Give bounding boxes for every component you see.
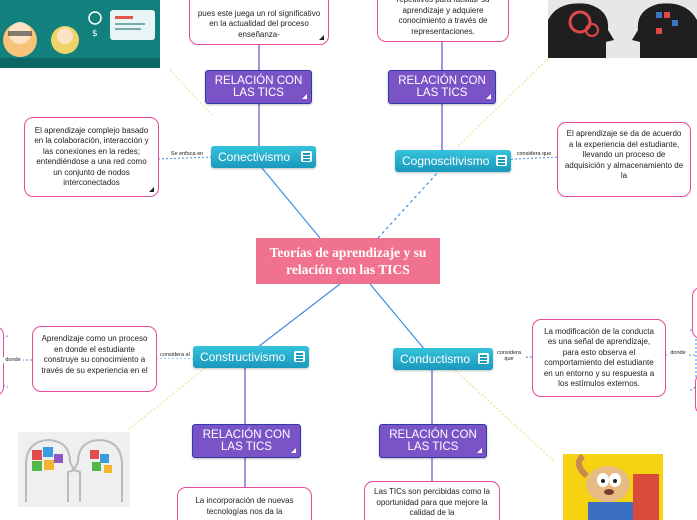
link-conectivismo-def bbox=[157, 156, 213, 160]
topic-cognoscitivismo-label: Cognoscitivismo bbox=[402, 154, 490, 168]
connector-considera-que: considera que bbox=[513, 151, 555, 157]
link-center-conectivismo bbox=[261, 167, 321, 239]
image-link-4 bbox=[454, 369, 556, 463]
connector-considera-al: considera al bbox=[157, 352, 193, 358]
box-constructivismo-def[interactable]: Aprendizaje como un proceso en donde el … bbox=[32, 326, 157, 392]
box-text: Aprendizaje como un proceso en donde el … bbox=[41, 334, 148, 375]
brain-puzzle-image[interactable] bbox=[18, 432, 130, 507]
box-conductismo-def[interactable]: La modificación de la conducta es una se… bbox=[532, 319, 666, 397]
relacion-tics-label: RELACIÓN CON LAS TICS bbox=[214, 75, 303, 99]
link-center-cognoscitivismo bbox=[377, 169, 441, 239]
connector-donde-left: donde bbox=[3, 357, 23, 363]
connector-considera-que-2: considera que bbox=[494, 350, 524, 362]
collapse-arrow-icon[interactable] bbox=[291, 448, 296, 453]
collapse-arrow-icon[interactable] bbox=[302, 94, 307, 99]
collapse-arrow-icon[interactable] bbox=[486, 94, 491, 99]
box-cognoscitivismo-def[interactable]: El aprendizaje se da de acuerdo a la exp… bbox=[557, 122, 691, 197]
notes-menu-icon[interactable] bbox=[301, 151, 312, 162]
image-link-2 bbox=[457, 51, 556, 147]
box-text: Las TICs son percibidas como la oportuni… bbox=[374, 487, 490, 517]
box-edge-right-1[interactable] bbox=[692, 287, 697, 339]
box-conductismo-tics[interactable]: Las TICs son percibidas como la oportuni… bbox=[364, 481, 500, 520]
box-cognoscitivismo-tics[interactable]: repetitivos para facilitar su aprendizaj… bbox=[377, 0, 509, 42]
box-text: El aprendizaje complejo basado en la col… bbox=[34, 125, 149, 188]
box-text: El aprendizaje se da de acuerdo a la exp… bbox=[564, 129, 684, 180]
central-topic[interactable]: Teorías de aprendizaje y su relación con… bbox=[256, 238, 440, 284]
central-topic-title: Teorías de aprendizaje y su relación con… bbox=[269, 245, 427, 277]
relacion-tics-conectivismo[interactable]: RELACIÓN CON LAS TICS bbox=[205, 70, 312, 104]
relacion-tics-label: RELACIÓN CON LAS TICS bbox=[389, 429, 477, 453]
relacion-tics-conductismo[interactable]: RELACIÓN CON LAS TICS bbox=[379, 424, 487, 458]
collapse-arrow-icon[interactable] bbox=[477, 448, 482, 453]
relacion-tics-cognoscitivismo[interactable]: RELACIÓN CON LAS TICS bbox=[388, 70, 496, 104]
topic-constructivismo[interactable]: Constructivismo bbox=[193, 346, 309, 368]
notes-menu-icon[interactable] bbox=[294, 351, 305, 362]
collapse-arrow-icon[interactable] bbox=[319, 35, 324, 40]
box-text: pues este juega un rol significativo en … bbox=[197, 8, 321, 39]
connector-donde-right: donde bbox=[667, 350, 689, 356]
box-text: La incorporación de nuevas tecnologías n… bbox=[195, 496, 294, 516]
relacion-tics-label: RELACIÓN CON LAS TICS bbox=[398, 75, 486, 99]
topic-conectivismo-label: Conectivismo bbox=[218, 150, 291, 164]
notes-menu-icon[interactable] bbox=[496, 155, 507, 166]
svg-text:$: $ bbox=[92, 29, 98, 39]
dog-cartoon-image[interactable] bbox=[563, 454, 663, 520]
notes-menu-icon[interactable] bbox=[478, 353, 489, 364]
box-text: repetitivos para facilitar su aprendizaj… bbox=[397, 0, 490, 36]
link-cognoscitivismo-def bbox=[494, 156, 559, 161]
box-text: La modificación de la conducta es una se… bbox=[543, 326, 655, 389]
topic-cognoscitivismo[interactable]: Cognoscitivismo bbox=[395, 150, 511, 172]
connector-se-enfoca-en: Se enfoca en bbox=[168, 151, 206, 157]
topic-conectivismo[interactable]: Conectivismo bbox=[211, 146, 316, 168]
relacion-tics-label: RELACIÓN CON LAS TICS bbox=[202, 429, 291, 453]
bracket-right bbox=[689, 329, 697, 391]
box-constructivismo-tics[interactable]: La incorporación de nuevas tecnologías n… bbox=[177, 487, 312, 520]
box-conectivismo-tics[interactable]: pues este juega un rol significativo en … bbox=[189, 0, 329, 45]
topic-constructivismo-label: Constructivismo bbox=[200, 350, 286, 364]
tech-people-image[interactable]: $ bbox=[0, 0, 160, 68]
link-center-constructivismo bbox=[257, 283, 341, 348]
relacion-tics-constructivismo[interactable]: RELACIÓN CON LAS TICS bbox=[192, 424, 301, 458]
brain-heads-image[interactable] bbox=[548, 0, 697, 58]
topic-conductismo[interactable]: Conductismo bbox=[393, 348, 493, 370]
box-conectivismo-def[interactable]: El aprendizaje complejo basado en la col… bbox=[24, 117, 159, 197]
image-link-3 bbox=[127, 367, 206, 431]
topic-conductismo-label: Conductismo bbox=[400, 352, 471, 366]
link-center-conductismo bbox=[369, 283, 426, 351]
collapse-arrow-icon[interactable] bbox=[149, 187, 154, 192]
